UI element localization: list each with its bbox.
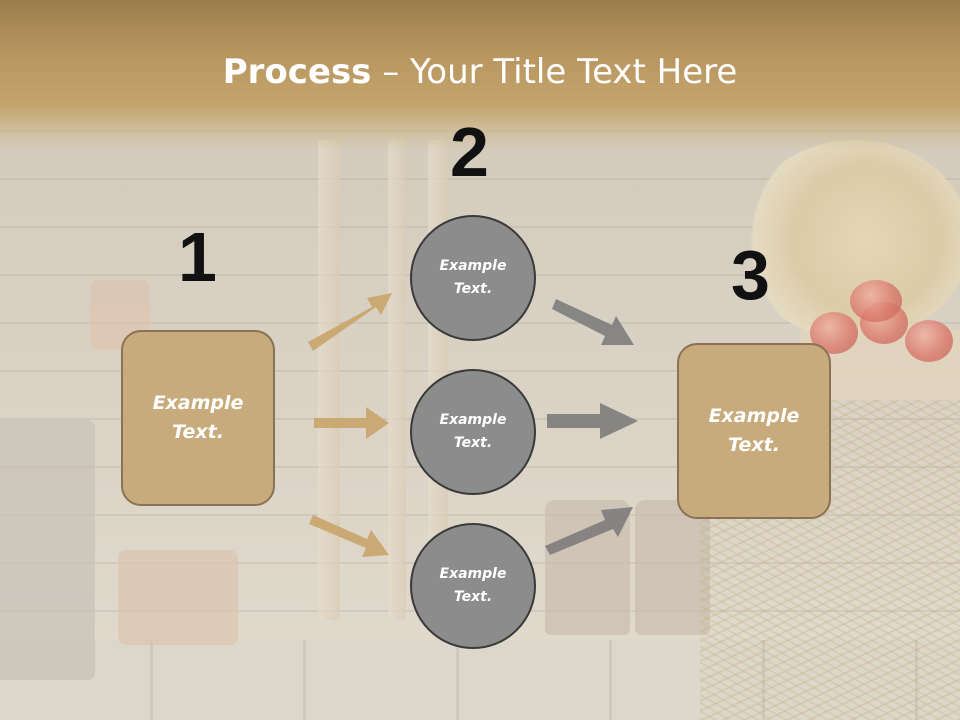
background-apple [905, 320, 953, 362]
gray-arrow-right [547, 403, 638, 439]
right-step-text: Example Text. [708, 405, 800, 456]
background-flower-pot [118, 550, 238, 645]
right-step-box[interactable]: Example Text. [677, 343, 831, 519]
background-tool-handle [388, 140, 406, 620]
step-number-1: 1 [178, 218, 217, 296]
left-step-text: Example Text. [152, 392, 244, 443]
background-tool-handle [318, 140, 340, 620]
background-apple [850, 280, 902, 322]
tan-arrow-right [314, 407, 389, 439]
background-boot [635, 500, 710, 635]
circle-bottom-text: Example Text. [439, 566, 507, 605]
middle-step-circle-top[interactable]: Example Text. [410, 215, 536, 341]
background-floor [0, 640, 960, 720]
middle-step-circle-bottom[interactable]: Example Text. [410, 523, 536, 649]
slide-title: Process – Your Title Text Here [0, 52, 960, 92]
circle-center-text: Example Text. [439, 412, 507, 451]
left-step-box[interactable]: Example Text. [121, 330, 275, 506]
title-bold: Process [222, 52, 372, 92]
tan-arrow-up [308, 293, 392, 351]
background-watering-can [0, 420, 95, 680]
title-rest: – Your Title Text Here [371, 52, 738, 92]
tan-arrow-down [309, 515, 389, 557]
gray-arrow-up [545, 507, 633, 555]
circle-top-text: Example Text. [439, 258, 507, 297]
gray-arrow-down [552, 299, 634, 345]
step-number-3: 3 [731, 236, 770, 314]
middle-step-circle-center[interactable]: Example Text. [410, 369, 536, 495]
step-number-2: 2 [450, 113, 489, 191]
title-band [0, 0, 960, 150]
